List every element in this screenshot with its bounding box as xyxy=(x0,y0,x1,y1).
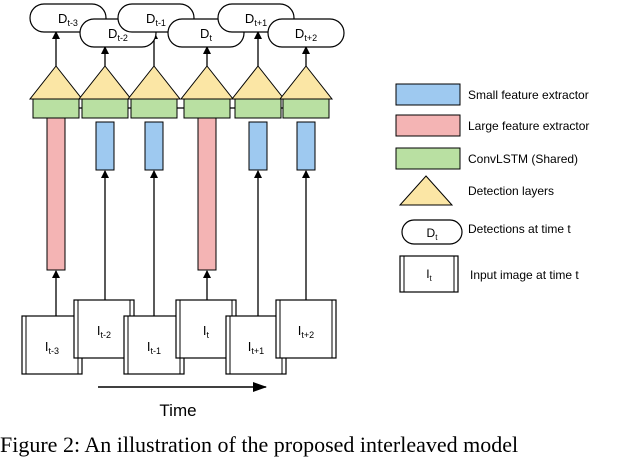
convlstm-block xyxy=(32,98,80,119)
input-frame-label: It-3 xyxy=(45,339,59,356)
detection-output-label: Dt xyxy=(200,26,212,43)
time-axis-label: Time xyxy=(159,401,196,420)
detection-layer-triangle xyxy=(126,65,182,100)
input-frame-label: It-2 xyxy=(97,323,111,340)
legend-swatch-convlstm xyxy=(395,147,461,170)
convlstm-block xyxy=(183,98,231,119)
convlstm-block xyxy=(81,98,129,119)
small-feature-extractor xyxy=(248,121,268,171)
convlstm-block xyxy=(130,98,178,119)
detection-layer-triangle xyxy=(77,65,133,100)
small-feature-extractor xyxy=(95,121,115,171)
large-feature-extractor xyxy=(197,117,217,271)
detection-outputs: Dt-3Dt-2 Dt-1Dt Dt+1Dt+2 xyxy=(29,3,345,48)
legend-input-icon-label: It xyxy=(426,267,432,283)
detection-layers xyxy=(28,65,334,100)
connection-arrows xyxy=(52,31,310,316)
detection-layer-triangle xyxy=(179,65,235,100)
small-feature-extractor xyxy=(144,121,164,171)
legend-triangle-icon xyxy=(398,175,454,206)
input-frame-label: It-1 xyxy=(147,339,161,356)
legend-detection-icon-label: Dt xyxy=(427,226,439,242)
large-feature-extractor xyxy=(46,117,66,271)
detection-output-label: Dt+1 xyxy=(245,11,267,28)
input-frame-label: It+2 xyxy=(298,323,314,340)
detection-layer-triangle xyxy=(230,65,286,100)
legend-label-detection: Detection layers xyxy=(468,184,554,198)
legend-label-large-extractor: Large feature extractor xyxy=(468,119,589,133)
detection-output xyxy=(267,18,345,48)
legend-label-small-extractor: Small feature extractor xyxy=(468,88,589,102)
detection-output-label: Dt-1 xyxy=(146,11,166,28)
detection-output-label: Dt+2 xyxy=(295,26,317,43)
detection-layer-triangle xyxy=(28,65,84,100)
feature-extractors xyxy=(46,117,316,271)
legend-label-detections: Detections at time t xyxy=(468,222,571,236)
legend-detection-icon xyxy=(401,219,463,245)
input-frame-label: It xyxy=(203,323,210,340)
figure-caption: Figure 2: An illustration of the propose… xyxy=(0,432,519,457)
convlstm-block xyxy=(282,98,330,119)
input-frame xyxy=(123,315,185,375)
small-feature-extractor xyxy=(296,121,316,171)
legend-input-icon xyxy=(399,255,459,293)
convlstm-block xyxy=(234,98,282,119)
input-frame-label: It+1 xyxy=(248,339,264,356)
detection-layer-triangle xyxy=(278,65,334,100)
convlstm-blocks xyxy=(32,98,330,119)
input-frame xyxy=(21,315,83,375)
legend-label-input: Input image at time t xyxy=(470,268,579,282)
legend: Small feature extractor Large feature ex… xyxy=(395,83,589,293)
detection-output-label: Dt-3 xyxy=(58,11,78,28)
legend-swatch-large-extractor xyxy=(395,114,461,137)
detection-output-label: Dt-2 xyxy=(108,26,128,43)
input-frame xyxy=(275,299,337,359)
legend-swatch-small-extractor xyxy=(395,83,461,106)
legend-label-convlstm: ConvLSTM (Shared) xyxy=(468,152,578,166)
